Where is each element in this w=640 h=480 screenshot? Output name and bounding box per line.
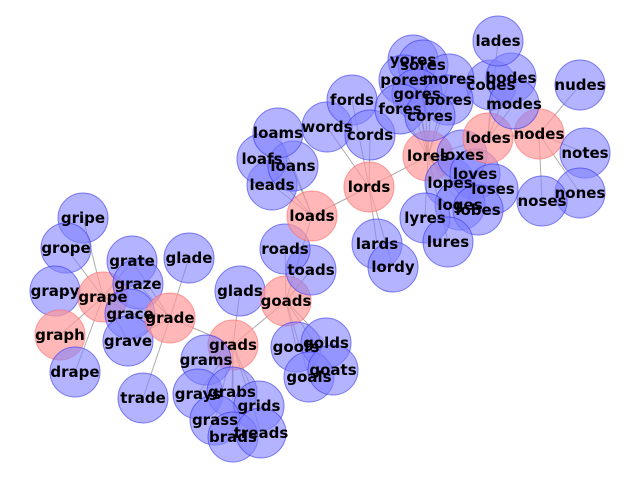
- node-label-gripe: gripe: [61, 209, 105, 227]
- node-label-lards: lards: [356, 235, 398, 253]
- node-label-grade: grade: [145, 309, 194, 327]
- node-label-grabs: grabs: [208, 383, 256, 401]
- node-label-codes: codes: [466, 76, 515, 94]
- node-modes: [488, 78, 540, 130]
- node-label-leads: leads: [249, 176, 294, 194]
- node-label-modes: modes: [486, 95, 542, 113]
- node-label-roads: roads: [261, 240, 309, 258]
- node-label-grapy: grapy: [31, 282, 80, 300]
- node-label-nodes: nodes: [514, 125, 565, 143]
- node-label-mores: mores: [423, 70, 476, 88]
- node-label-loxes: loxes: [440, 146, 484, 164]
- node-label-loads: loads: [289, 207, 334, 225]
- node-label-grope: grope: [41, 239, 90, 257]
- node-label-loams: loams: [253, 124, 303, 142]
- node-label-loans: loans: [270, 157, 315, 175]
- node-label-notes: notes: [561, 144, 608, 162]
- node-label-loafs: loafs: [241, 150, 282, 168]
- node-label-pores: pores: [380, 71, 428, 89]
- node-grade: [144, 292, 196, 344]
- node-label-grams: grams: [180, 351, 233, 369]
- node-label-words: words: [301, 118, 352, 136]
- node-label-glade: glade: [166, 249, 213, 267]
- node-label-golds: golds: [303, 334, 349, 352]
- node-label-loves: loves: [453, 165, 497, 183]
- node-label-toads: toads: [287, 261, 334, 279]
- node-lades: [472, 15, 524, 67]
- node-label-lades: lades: [475, 32, 520, 50]
- node-label-gores: gores: [393, 85, 441, 103]
- node-label-brads: brads: [209, 428, 257, 446]
- node-label-grays: grays: [175, 385, 222, 403]
- node-label-grass: grass: [192, 411, 238, 429]
- node-label-yores: yores: [390, 51, 437, 69]
- node-label-lyres: lyres: [404, 209, 445, 227]
- node-loads: [286, 190, 338, 242]
- node-label-goats: goats: [309, 361, 356, 379]
- node-label-fores: fores: [378, 100, 421, 118]
- node-label-cores: cores: [407, 107, 453, 125]
- node-label-grate: grate: [109, 252, 155, 270]
- node-label-fords: fords: [330, 91, 374, 109]
- node-label-graph: graph: [35, 326, 85, 344]
- node-label-treads: treads: [234, 424, 289, 442]
- node-lords: [343, 161, 395, 213]
- node-label-grads: grads: [209, 336, 257, 354]
- node-lordy: [367, 241, 419, 293]
- node-grave: [102, 315, 154, 367]
- node-label-nudes: nudes: [554, 76, 605, 94]
- node-label-glads: glads: [217, 282, 263, 300]
- node-trade: [117, 372, 169, 424]
- node-lobes: [452, 184, 504, 236]
- node-label-grape: grape: [78, 288, 127, 306]
- node-drape: [49, 346, 101, 398]
- node-label-cords: cords: [347, 126, 393, 144]
- node-label-goads: goads: [261, 292, 312, 310]
- node-noses: [516, 175, 568, 227]
- node-label-goals: goals: [286, 368, 331, 386]
- node-label-drape: drape: [50, 363, 99, 381]
- node-cores: [404, 90, 456, 142]
- node-lures: [422, 216, 474, 268]
- node-label-lures: lures: [427, 233, 469, 251]
- node-label-sores: sores: [400, 56, 446, 74]
- node-label-bores: bores: [424, 91, 472, 109]
- node-label-nones: nones: [555, 184, 606, 202]
- node-label-noses: noses: [517, 192, 566, 210]
- node-nudes: [554, 59, 606, 111]
- node-goats: [307, 344, 359, 396]
- node-label-grave: grave: [104, 332, 152, 350]
- node-label-loges: loges: [437, 196, 482, 214]
- node-label-bodes: bodes: [486, 69, 537, 87]
- node-label-goofs: goofs: [273, 338, 320, 356]
- node-label-lordy: lordy: [371, 258, 415, 276]
- nodes-layer: [29, 15, 611, 463]
- node-label-lopes: lopes: [427, 174, 472, 192]
- node-label-lobes: lobes: [455, 201, 500, 219]
- node-label-graze: graze: [114, 275, 161, 293]
- node-label-lores: lores: [407, 147, 449, 165]
- node-label-trade: trade: [120, 389, 166, 407]
- node-glade: [163, 232, 215, 284]
- node-label-grids: grids: [238, 397, 281, 415]
- node-treads: [235, 407, 287, 459]
- node-label-loses: loses: [471, 180, 515, 198]
- node-label-lords: lords: [348, 178, 391, 196]
- node-label-lodes: lodes: [465, 129, 510, 147]
- node-label-grace: grace: [106, 305, 153, 323]
